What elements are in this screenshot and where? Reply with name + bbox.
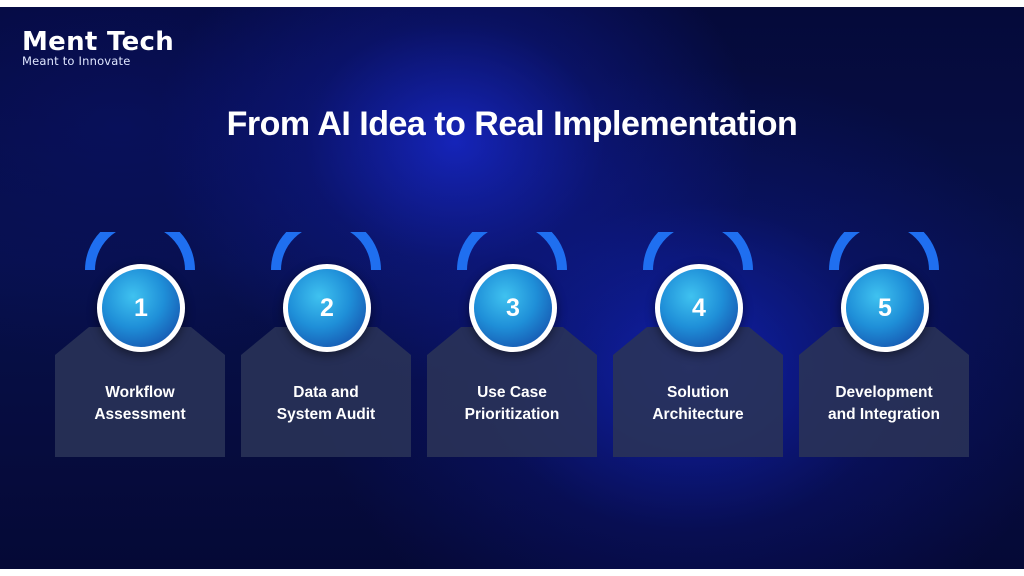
arc-decoration xyxy=(85,232,195,271)
step-card xyxy=(799,327,969,457)
step-card xyxy=(241,327,411,457)
step-3: 3 Use Case Prioritization xyxy=(426,232,598,457)
step-number: 1 xyxy=(134,294,148,322)
step-number-circle: 2 xyxy=(283,264,371,352)
step-label-line-1: Workflow xyxy=(105,384,175,401)
brand-name: Ment Tech xyxy=(22,27,175,57)
step-number-circle: 4 xyxy=(655,264,743,352)
step-number: 4 xyxy=(692,294,706,322)
brand-logo: Ment Tech Meant to Innovate xyxy=(22,28,174,67)
step-label: Development and Integration xyxy=(799,382,969,426)
step-label-line-1: Solution xyxy=(667,384,729,401)
step-label: Workflow Assessment xyxy=(55,382,225,426)
step-number-circle: 5 xyxy=(841,264,929,352)
step-label: Use Case Prioritization xyxy=(427,382,597,426)
page-title: From AI Idea to Real Implementation xyxy=(226,105,798,143)
step-5: 5 Development and Integration xyxy=(798,232,970,457)
arc-decoration xyxy=(271,232,381,271)
step-label-line-2: Prioritization xyxy=(464,406,560,423)
arc-decoration xyxy=(643,232,753,271)
step-1: 1 Workflow Assessment xyxy=(54,232,226,457)
slide: Ment Tech Meant to Innovate From AI Idea… xyxy=(0,7,1024,569)
step-label-line-2: and Integration xyxy=(828,406,940,423)
step-card xyxy=(427,327,597,457)
step-number: 5 xyxy=(878,294,892,322)
step-label-line-1: Use Case xyxy=(477,384,547,401)
step-number: 3 xyxy=(506,294,520,322)
step-number: 2 xyxy=(320,294,334,322)
arc-decoration xyxy=(457,232,567,271)
step-card xyxy=(55,327,225,457)
step-number-circle: 1 xyxy=(97,264,185,352)
step-4: 4 Solution Architecture xyxy=(612,232,784,457)
step-label: Data and System Audit xyxy=(241,382,411,426)
brand-tagline: Meant to Innovate xyxy=(22,54,131,68)
step-2: 2 Data and System Audit xyxy=(240,232,412,457)
step-label-line-2: Assessment xyxy=(94,406,186,423)
step-label-line-1: Development xyxy=(835,384,933,401)
step-label: Solution Architecture xyxy=(613,382,783,426)
arc-decoration xyxy=(829,232,939,271)
step-card xyxy=(613,327,783,457)
step-number-circle: 3 xyxy=(469,264,557,352)
step-label-line-1: Data and xyxy=(293,384,359,401)
step-label-line-2: Architecture xyxy=(652,406,744,423)
step-label-line-2: System Audit xyxy=(276,406,376,423)
